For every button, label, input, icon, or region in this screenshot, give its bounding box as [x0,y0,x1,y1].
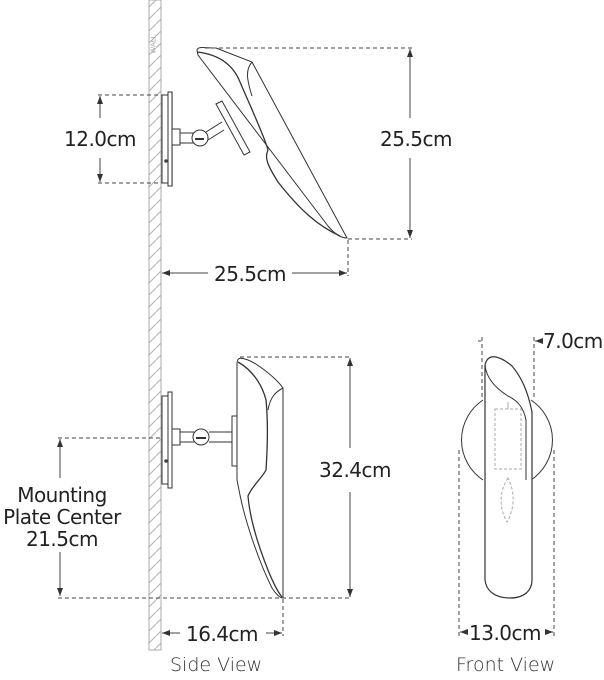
mounting-value: 21.5cm [25,527,99,551]
mounting-plate-center-label: Mounting Plate Center 21.5cm [0,484,124,550]
wall [148,0,162,651]
mounting-label-line1: Mounting [17,483,107,507]
top-projection-label: 25.5cm [214,262,287,286]
overall-width-label: 13.0cm [469,621,542,645]
side-view-top-lamp [161,47,348,239]
front-view-caption: Front View [456,654,556,676]
bottom-dimensions [57,356,353,636]
front-dimensions [458,337,555,636]
shade-width-label: 7.0cm [543,329,603,353]
mounting-label-line2: Plate Center [3,505,121,529]
shade-height-label: 25.5cm [380,127,453,151]
side-view-bottom-lamp [161,357,284,599]
front-view-lamp [461,356,553,599]
bottom-projection-label: 16.4cm [186,622,259,646]
side-view-caption: Side View [170,654,263,676]
wall-label: WALL [149,34,158,54]
top-dimensions [97,47,413,276]
overall-height-label: 32.4cm [319,458,392,482]
plate-height-label: 12.0cm [64,127,137,151]
